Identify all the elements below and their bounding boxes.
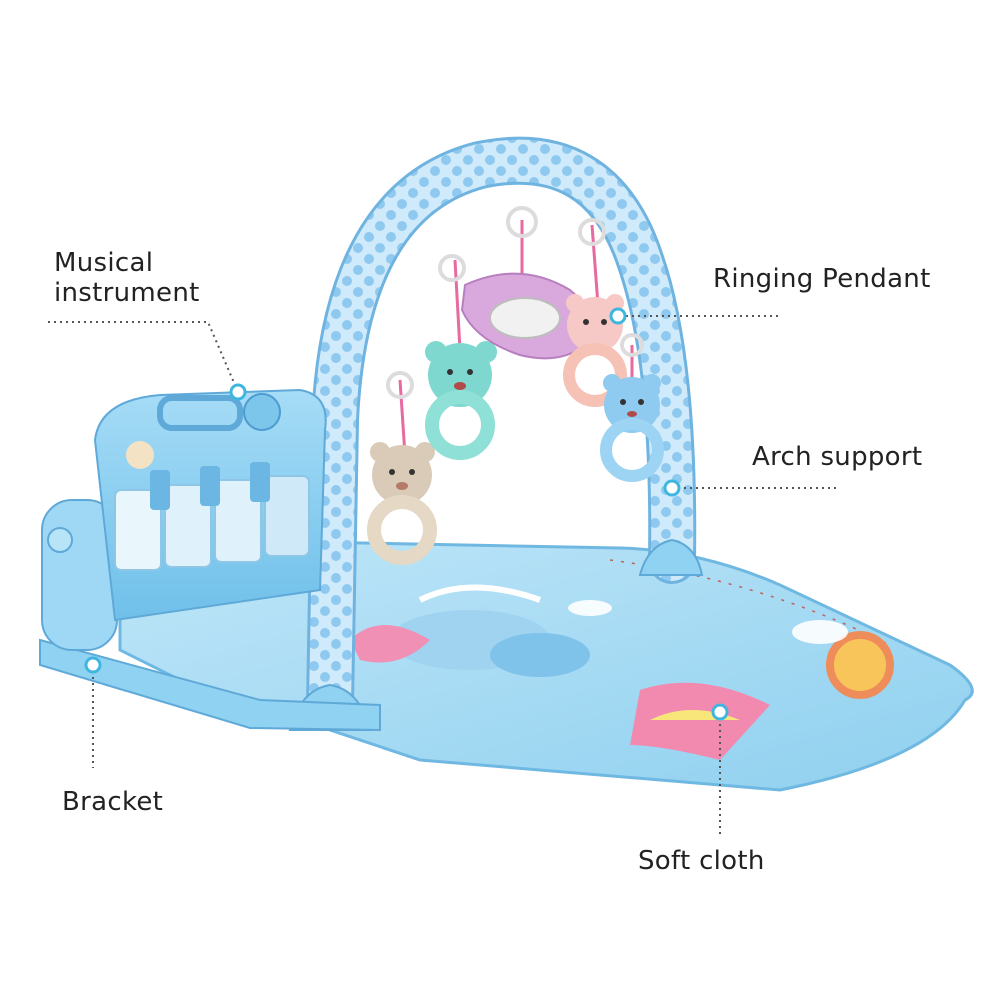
dot-musical-instrument [229,383,247,401]
dot-bracket [84,656,102,674]
dot-soft-cloth [711,703,729,721]
mirror-pendant [460,272,589,360]
blue-bear-pendant [600,374,664,482]
umbrella-print [630,682,770,760]
label-ringing-pendant: Ringing Pendant [713,264,931,294]
dot-ringing-pendant [609,307,627,325]
sun-print [826,631,894,699]
pink-bear-pendant [563,294,627,407]
label-arch-support: Arch support [752,442,923,472]
label-bracket: Bracket [62,787,164,817]
label-musical-instrument-line2: instrument [54,278,200,308]
leader-musical-instrument [48,321,239,393]
musical-instrument [93,388,327,622]
dot-arch-support [663,479,681,497]
callout-dots [84,307,729,721]
label-musical-instrument: Musical instrument [54,248,200,308]
beige-bear-pendant [367,442,437,565]
callout-lines [48,315,836,834]
label-musical-instrument-line1: Musical [54,248,154,278]
label-soft-cloth: Soft cloth [638,846,765,876]
ringing-pendants [367,206,664,565]
teal-bear-pendant [425,341,497,460]
